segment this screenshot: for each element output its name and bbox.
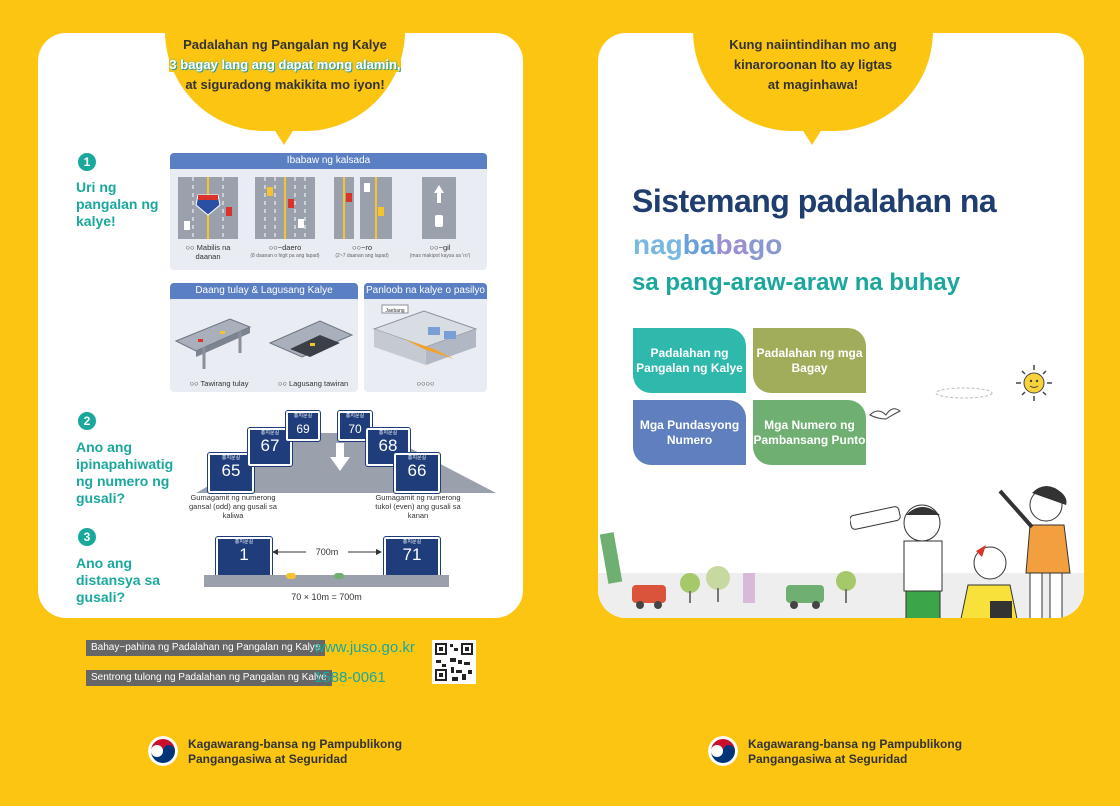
children-illustration	[850, 486, 1071, 618]
distance-road	[204, 575, 449, 587]
main-title-highlight: nagbabago	[633, 229, 783, 260]
overpass-caption: ○○ Tawirang tulay	[189, 379, 249, 388]
gil-road-art	[422, 177, 456, 239]
inner-street-box: Jaebang ○○○○	[364, 299, 487, 392]
distance-gap: 700m	[306, 548, 348, 557]
green-car-icon	[334, 573, 344, 579]
road-caption-3: ○○−ro(2~7 daanan ang lapad)	[335, 243, 389, 259]
government-emblem-icon	[148, 736, 178, 766]
question-2-number: 2	[78, 412, 96, 430]
left-speech-bubble: Padalahan ng Pangalan ng Kalye 3 bagay l…	[165, 31, 405, 131]
help-center-label: Sentrong tulong ng Padalahan ng Pangalan…	[86, 670, 332, 686]
bubble-line-1: Padalahan ng Pangalan ng Kalye	[183, 37, 387, 52]
road-caption-4: ○○−gil(mas makipot kaysa sa 'ro')	[409, 243, 471, 259]
yellow-car-icon	[286, 573, 296, 579]
government-emblem-icon-right	[708, 736, 738, 766]
bridge-box-title: Daang tulay & Lagusang Kalye	[170, 283, 358, 299]
bubble-line-2: 3 bagay lang ang dapat mong alamin,	[169, 57, 401, 72]
road-caption-2: ○○−daero(8 daanan o higit pa ang lapad)	[250, 243, 320, 259]
question-1-number: 1	[78, 153, 96, 171]
bridge-illustration	[174, 318, 354, 369]
right-speech-bubble: Kung naiintindihan mo ang kinaroroonan I…	[693, 33, 933, 131]
daero-road	[255, 177, 315, 239]
inner-street-illustration	[372, 304, 478, 365]
main-title: Sistemang padalahan na	[632, 183, 997, 219]
tile-national-point-numbers[interactable]: Mga Numero ng Pambansang Punto	[753, 400, 866, 465]
ro-road	[332, 177, 392, 239]
road-types-title: Ibabaw ng kalsada	[170, 153, 487, 169]
question-2-text: Ano ang ipinapahiwatig ng numero ng gusa…	[76, 439, 174, 506]
title-word-part: nag	[633, 229, 683, 260]
right-bubble-line-3: at maginhawa!	[767, 77, 859, 92]
right-bubble-line-1: Kung naiintindihan mo ang	[729, 37, 897, 52]
road-caption-1: ○○ Mabilis na daanan	[185, 243, 231, 261]
inner-street-caption: ○○○○	[416, 379, 435, 388]
highway-road	[178, 177, 238, 239]
inner-street-sign: Jaebang	[385, 308, 405, 314]
tile-street-address[interactable]: Padalahan ng Pangalan ng Kalye	[633, 328, 746, 393]
sun-cloud-illustration	[935, 365, 1052, 401]
right-panel: Kung naiintindihan mo ang kinaroroonan I…	[598, 33, 1084, 618]
gil-road	[422, 177, 456, 239]
homepage-label: Bahay−pahina ng Padalahan ng Pangalan ng…	[86, 640, 326, 656]
question-3-text: Ano ang distansya sa gusali?	[76, 555, 161, 605]
help-center-phone[interactable]: 1588-0061	[314, 669, 386, 686]
bubble-line-3: at siguradong makikita mo iyon!	[185, 77, 385, 92]
odd-caption: Gumagamit ng numerong gansal (odd) ang g…	[189, 493, 277, 520]
question-1-text: Uri ng pangalan ng kalye!	[76, 179, 159, 229]
qr-code-icon[interactable]	[432, 640, 476, 684]
bird-icon	[869, 408, 901, 420]
right-bubble-tail	[802, 129, 822, 145]
left-panel: Padalahan ng Pangalan ng Kalye 3 bagay l…	[38, 31, 523, 618]
road-types-box: ○○ Mabilis na daanan ○○−daero(8 daanan o…	[170, 169, 487, 270]
bubble-tail	[274, 129, 294, 145]
even-caption: Gumagamit ng numerong tukol (even) ang g…	[375, 493, 461, 520]
tunnel-caption: ○○ Lagusang tawiran	[277, 379, 349, 388]
highway-road-art	[178, 177, 238, 239]
question-3-number: 3	[78, 528, 96, 546]
homepage-link[interactable]: www.juso.go.kr	[314, 639, 415, 656]
daero-road-art	[255, 177, 315, 239]
ro-road-art	[332, 177, 392, 239]
inner-street-title: Panloob na kalye o pasilyo	[364, 283, 487, 299]
tile-object-address[interactable]: Padalahan ng mga Bagay	[753, 328, 866, 393]
right-bubble-line-2: kinaroroonan Ito ay ligtas	[733, 57, 893, 72]
bridge-box: ○○ Tawirang tulay ○○ Lagusang tawiran	[170, 299, 358, 392]
main-subtitle: sa pang-araw-araw na buhay	[632, 269, 961, 296]
tile-base-numbers[interactable]: Mga Pundasyong Numero	[633, 400, 746, 465]
distance-formula: 70 × 10m = 700m	[291, 592, 362, 602]
